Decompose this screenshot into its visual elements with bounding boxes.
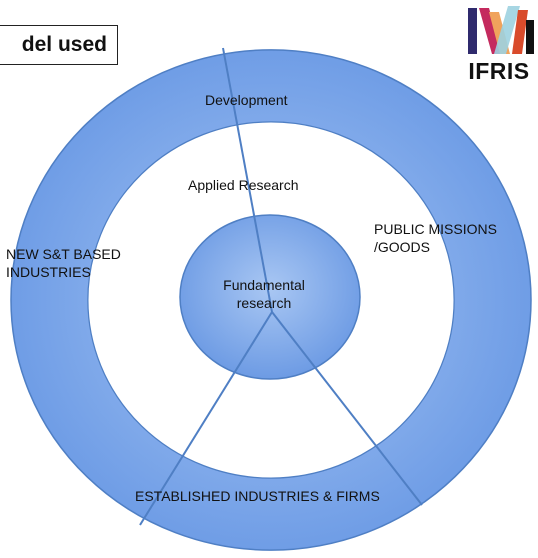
label-new-st-industries: NEW S&T BASED INDUSTRIES [6, 245, 121, 281]
ifris-logo-mark [468, 6, 534, 54]
label-fundamental-line1: Fundamental [223, 277, 305, 293]
label-new-st-line2: INDUSTRIES [6, 264, 91, 280]
slide-title: del used [0, 25, 118, 65]
label-public-line2: /GOODS [374, 239, 431, 255]
label-established-industries: ESTABLISHED INDUSTRIES & FIRMS [135, 488, 380, 504]
label-new-st-line1: NEW S&T BASED [6, 246, 121, 262]
label-fundamental-research: Fundamental research [204, 276, 324, 312]
label-applied-research: Applied Research [188, 177, 299, 193]
divider-line-top [222, 47, 273, 313]
divider-line-right [271, 311, 423, 506]
ifris-logo-text: IFRIS [468, 58, 530, 84]
divider-line-left [139, 311, 273, 526]
label-fundamental-line2: research [236, 295, 292, 311]
label-public-line1: PUBLIC MISSIONS [374, 221, 497, 237]
label-development: Development [205, 92, 288, 108]
slide-title-text: del used [21, 33, 107, 56]
label-public-missions: PUBLIC MISSIONS /GOODS [374, 220, 497, 256]
ifris-logo: IFRIS [462, 2, 536, 88]
